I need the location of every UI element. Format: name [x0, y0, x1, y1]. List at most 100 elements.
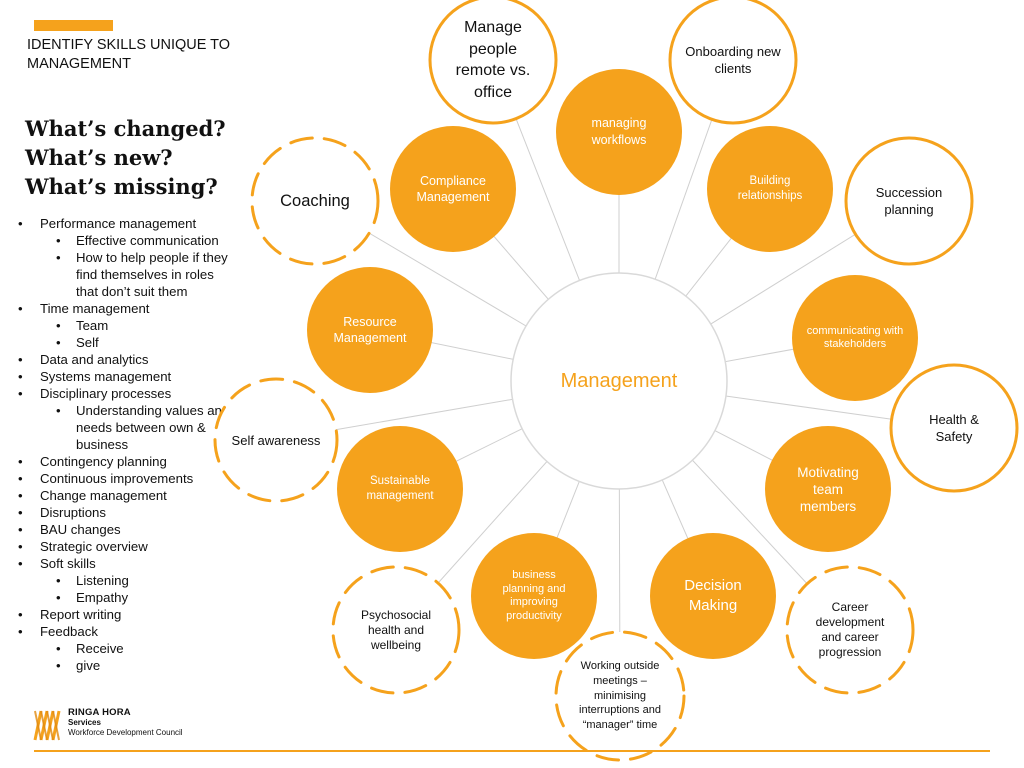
- sub-bullet-item: •Self: [18, 334, 233, 351]
- bullet-text: Contingency planning: [40, 454, 167, 469]
- node-label-building-relationships-text: Building relationships: [737, 175, 803, 202]
- bullet-text: Performance management: [40, 216, 197, 231]
- bullet-item: • Continuous improvements: [18, 470, 233, 487]
- bullet-item: • Disruptions: [18, 504, 233, 521]
- node-label-business-planning: business planning and improving producti…: [491, 536, 577, 656]
- bullet-glyph: •: [18, 454, 23, 469]
- node-circle-compliance: [390, 126, 516, 252]
- logo-brand: RINGA HORA: [68, 707, 131, 718]
- bullet-item: •Feedback: [18, 623, 233, 640]
- node-circle-building-relationships: [707, 126, 833, 252]
- node-label-compliance: Compliance Management: [403, 129, 503, 249]
- bullet-text: Time management: [40, 301, 150, 316]
- bullet-text: Team: [76, 318, 109, 333]
- bullet-glyph: •: [18, 216, 23, 231]
- bullet-text: Strategic overview: [40, 539, 148, 554]
- sub-bullet-item: •How to help people if they find themsel…: [18, 249, 233, 300]
- bullet-glyph: •: [56, 590, 61, 605]
- bullet-text: Change management: [40, 488, 167, 503]
- headline-line: What’s new?: [25, 145, 173, 170]
- node-circle-succession: [844, 136, 974, 266]
- bullet-text: Systems management: [40, 369, 172, 384]
- bullet-glyph: •: [18, 556, 23, 571]
- node-label-self-awareness: Self awareness: [231, 380, 321, 500]
- bullet-glyph: •: [18, 505, 23, 520]
- bullet-item: • Contingency planning: [18, 453, 233, 470]
- bullet-item: •Change management: [18, 487, 233, 504]
- node-label-health-safety: Health & Safety: [914, 368, 994, 488]
- node-circle-working-outside: [554, 630, 686, 762]
- bullet-text: Receive: [76, 641, 124, 656]
- sub-bullet-item: • Effective communication: [18, 232, 233, 249]
- hub-label-text: Management: [560, 370, 678, 392]
- bullet-text: Feedback: [40, 624, 98, 639]
- bullet-text: Data and analytics: [40, 352, 149, 367]
- bullet-text: Continuous improvements: [40, 471, 194, 486]
- node-label-building-relationships: Building relationships: [720, 129, 820, 249]
- headline-line: What’s missing?: [25, 174, 218, 199]
- node-label-career-text: Career development and career progressio…: [815, 600, 885, 659]
- sub-bullet-item: • Team: [18, 317, 233, 334]
- bullet-glyph: •: [56, 233, 61, 248]
- node-label-psychosocial-text: Psychosocial health and wellbeing: [360, 607, 432, 652]
- bullet-glyph: •: [18, 352, 23, 367]
- node-circle-coaching: [250, 136, 380, 266]
- node-circle-career: [785, 565, 915, 695]
- ringa-hora-logo: RINGA HORA Services Workforce Developmen…: [32, 708, 192, 746]
- bullet-glyph: •: [18, 369, 23, 384]
- sub-bullet-item: •Receive: [18, 640, 233, 657]
- node-circle-psychosocial: [331, 565, 461, 695]
- bullet-item: • Soft skills: [18, 555, 233, 572]
- bullet-item: •BAU changes: [18, 521, 233, 538]
- bullet-glyph: •: [56, 658, 61, 673]
- node-label-onboarding-text: Onboarding new clients: [685, 44, 781, 76]
- node-label-succession-text: Succession planning: [875, 185, 943, 217]
- logo-services: Services: [68, 718, 101, 727]
- node-label-resource-text: Resource Management: [333, 315, 407, 345]
- bullet-text: Effective communication: [76, 233, 219, 248]
- node-label-working-outside-text: Working outside meetings – minimising in…: [579, 660, 661, 732]
- node-label-motivating-text: Motivating team members: [797, 464, 859, 514]
- bullet-text: Disruptions: [40, 505, 106, 520]
- node-circle-sustainable: [337, 426, 463, 552]
- node-label-managing-workflows-text: managing workflows: [591, 116, 647, 147]
- node-circle-communicating: [792, 275, 918, 401]
- accent-bar: [34, 20, 113, 31]
- bullet-item: • Time management: [18, 300, 233, 317]
- node-label-decision: Decision Making: [663, 536, 763, 656]
- bullet-text: Self: [76, 335, 99, 350]
- bullet-glyph: •: [18, 471, 23, 486]
- node-circle-business-planning: [471, 533, 597, 659]
- ringa-hora-logo-icon: [33, 710, 61, 741]
- bullet-glyph: •: [56, 403, 61, 418]
- headline-line: What’s changed?: [25, 116, 226, 141]
- sub-bullet-item: • Understanding values and needs between …: [18, 402, 233, 453]
- node-circle-motivating: [765, 426, 891, 552]
- node-label-managing-workflows: managing workflows: [569, 72, 669, 192]
- slide-title: IDENTIFY SKILLS UNIQUE TO MANAGEMENT: [27, 37, 231, 72]
- bullet-text: Soft skills: [40, 556, 96, 571]
- bullet-glyph: •: [56, 318, 61, 333]
- node-label-business-planning-text: business planning and improving producti…: [502, 569, 566, 622]
- bullet-text: Listening: [76, 573, 129, 588]
- footer-rule: [34, 750, 990, 752]
- hub-circle: [510, 272, 728, 490]
- bullet-text: BAU changes: [40, 522, 121, 537]
- sub-bullet-item: •Empathy: [18, 589, 233, 606]
- node-label-communicating: communicating with stakeholders: [805, 278, 905, 398]
- bullet-glyph: •: [56, 250, 61, 265]
- bullet-item: •Report writing: [18, 606, 233, 623]
- node-label-health-safety-text: Health & Safety: [929, 412, 979, 444]
- bullet-text: Understanding values and needs between o…: [76, 403, 230, 452]
- sub-bullet-item: •Listening: [18, 572, 233, 589]
- node-label-career: Career development and career progressio…: [805, 570, 895, 690]
- node-label-coaching-text: Coaching: [280, 192, 350, 210]
- bullet-list: • Performance management • Effective commun…: [18, 215, 233, 674]
- bullet-glyph: •: [18, 386, 23, 401]
- node-label-succession: Succession planning: [859, 141, 959, 261]
- bullet-item: •Strategic overview: [18, 538, 233, 555]
- bullet-glyph: •: [18, 301, 23, 316]
- logo-council: Workforce Development Council: [68, 728, 183, 737]
- node-label-compliance-text: Compliance Management: [416, 174, 490, 204]
